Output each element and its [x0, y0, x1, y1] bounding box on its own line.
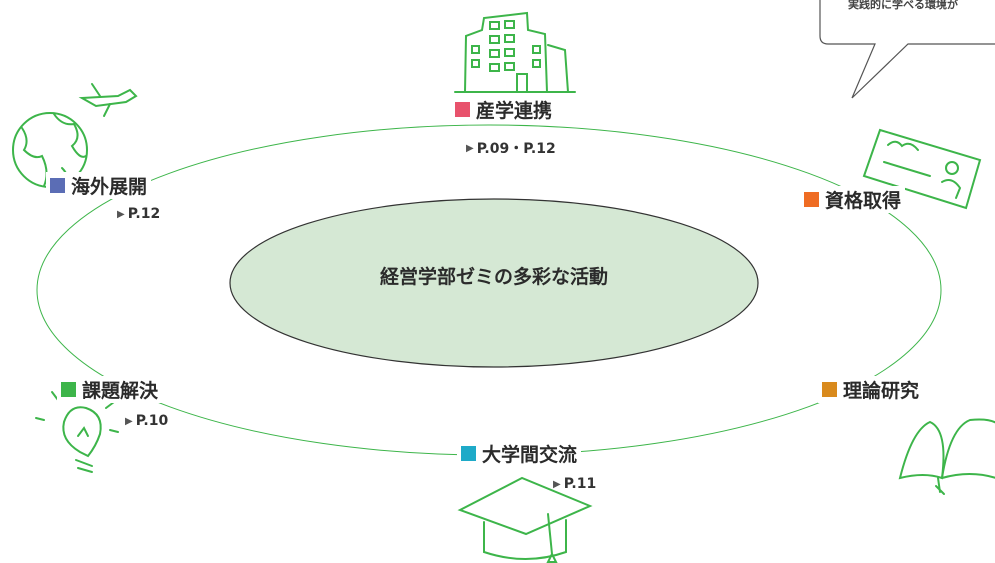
- node-marker: [804, 192, 819, 207]
- node-label: 資格取得: [825, 190, 902, 212]
- node-marker: [50, 178, 65, 193]
- certificate-icon: [862, 128, 982, 210]
- node-label: 海外展開: [71, 176, 148, 198]
- node-marker: [455, 102, 470, 117]
- triangle-right-icon: ▶: [117, 208, 125, 220]
- node-qualification: 資格取得: [800, 186, 906, 213]
- ref-problem-solving[interactable]: ▶ P.10: [125, 413, 168, 429]
- node-problem-solving: 課題解決: [57, 376, 163, 403]
- ref-industry[interactable]: ▶ P.09・P.12: [466, 138, 556, 158]
- node-marker: [822, 382, 837, 397]
- page-ref: P.12: [127, 206, 161, 222]
- node-industry: 産学連携: [451, 96, 557, 123]
- node-marker: [61, 382, 76, 397]
- book-icon: [898, 418, 995, 495]
- node-intercollegiate: 大学間交流: [457, 440, 582, 467]
- triangle-right-icon: ▶: [466, 142, 474, 154]
- ref-intercollegiate[interactable]: ▶ P.11: [553, 476, 596, 492]
- page-ref: P.10: [135, 413, 169, 429]
- triangle-right-icon: ▶: [125, 415, 133, 427]
- speech-bubble-text: 実践的に学べる環境が: [848, 0, 958, 11]
- center-ellipse: [229, 198, 759, 368]
- node-overseas: 海外展開: [46, 172, 152, 199]
- node-marker: [461, 446, 476, 461]
- node-label: 課題解決: [82, 380, 159, 402]
- node-label: 大学間交流: [482, 444, 578, 466]
- page-ref: P.11: [563, 476, 597, 492]
- triangle-right-icon: ▶: [553, 478, 561, 490]
- graduation-cap-icon: [457, 476, 593, 563]
- speech-bubble: [819, 0, 995, 99]
- ref-overseas[interactable]: ▶ P.12: [117, 206, 160, 222]
- building-icon: [454, 11, 576, 93]
- center-title: 経営学部ゼミの多彩な活動: [379, 266, 608, 288]
- page-ref: P.09・P.12: [476, 141, 556, 157]
- node-theory: 理論研究: [818, 376, 924, 403]
- node-label: 理論研究: [843, 380, 920, 402]
- node-label: 産学連携: [476, 100, 553, 122]
